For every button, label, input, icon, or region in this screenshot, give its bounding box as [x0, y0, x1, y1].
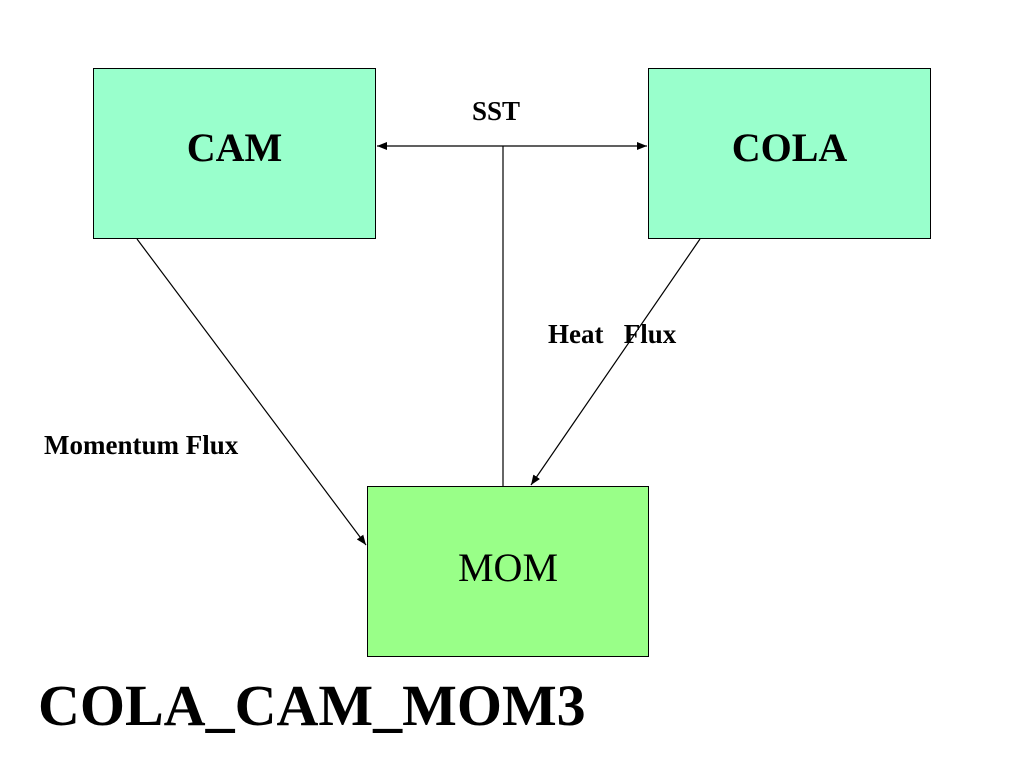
cola-node-label: COLA — [731, 125, 848, 170]
cam-node: CAM — [93, 68, 376, 239]
sst-edge-label: SST — [472, 96, 521, 126]
mom-node: MOM — [367, 486, 649, 657]
cola-node: COLA — [648, 68, 931, 239]
mom-node-label: MOM — [457, 545, 559, 590]
momentum-flux-arrow — [136, 238, 367, 546]
heat-flux-edge-label: Heat Flux — [548, 319, 677, 349]
momentum-flux-edge-label: Momentum Flux — [44, 430, 239, 460]
cam-node-label: CAM — [186, 125, 283, 170]
diagram-title: COLA_CAM_MOM3 — [38, 673, 586, 738]
heat-flux-arrow — [530, 238, 701, 486]
